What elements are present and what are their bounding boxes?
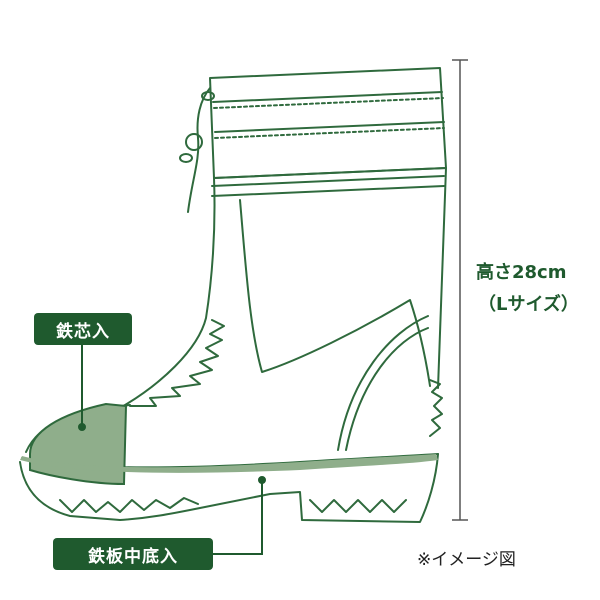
illustration-note: ※イメージ図 <box>417 550 516 570</box>
heel-counter-inner <box>337 315 429 451</box>
cuff-line-2 <box>214 121 445 133</box>
cuff-stitch-2 <box>214 127 445 139</box>
drawstring-knot-1 <box>201 91 215 101</box>
shaft-band-top <box>211 175 445 187</box>
cuff-line-1 <box>212 91 443 103</box>
heel-counter <box>345 327 429 451</box>
shaft-band-bottom <box>211 185 445 197</box>
height-dimension-text: 高さ28cm <box>476 262 567 283</box>
steel-midsole-leader-dot <box>258 476 266 484</box>
sole-tread <box>59 497 407 513</box>
sole-outline <box>19 453 439 523</box>
steel-midsole-label: 鉄板中底入 <box>53 538 213 570</box>
steel-toe-leader-dot <box>78 423 86 431</box>
steel-midsole-highlight <box>20 454 438 473</box>
heel-panel <box>239 199 431 387</box>
heel-ribs <box>429 379 443 437</box>
shaft-front <box>119 177 216 409</box>
drawstring-toggle <box>185 133 203 151</box>
boot-shaft <box>213 167 447 389</box>
size-text: （Lサイズ） <box>478 294 579 315</box>
steel-midsole-leader <box>213 480 263 555</box>
steel-toe-label: 鉄芯入 <box>34 313 132 345</box>
drawstring <box>187 87 211 213</box>
ankle-ribs <box>129 319 225 407</box>
drawstring-knot-2 <box>179 153 193 163</box>
cuff-stitch-1 <box>213 97 444 109</box>
steel-toe-highlight <box>29 402 128 486</box>
